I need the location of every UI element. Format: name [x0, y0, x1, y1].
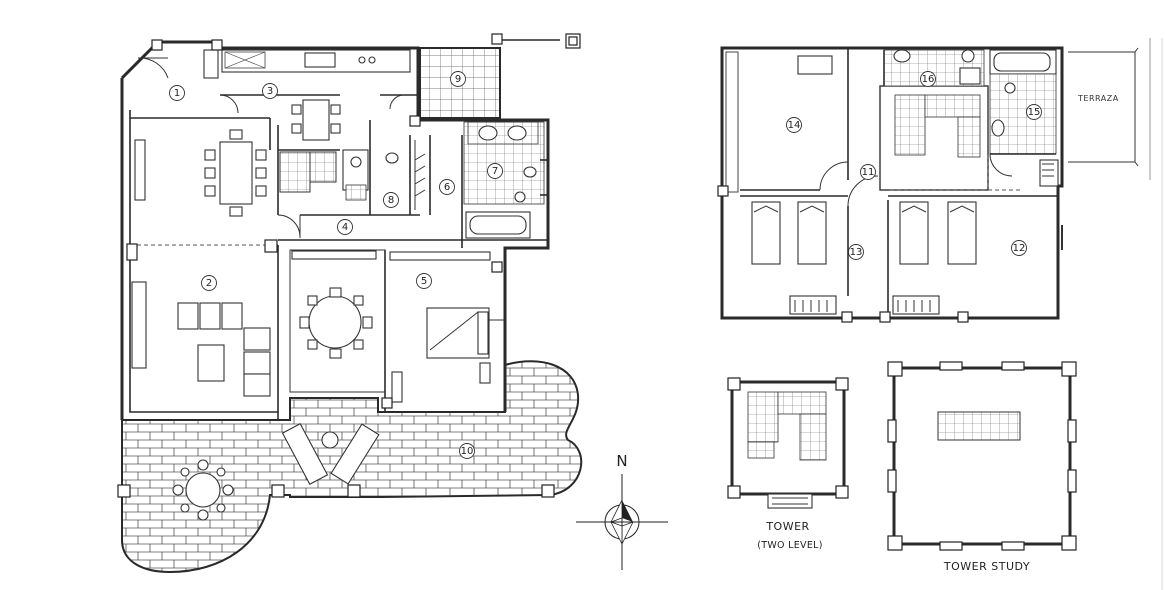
room-number-text: 1 [174, 88, 180, 99]
room-number-11: 11 [860, 164, 876, 180]
sun-loungers [281, 422, 380, 486]
room-number-text: 10 [461, 446, 474, 457]
washbasin-1 [478, 125, 498, 141]
tower-study-label: TOWER STUDY [943, 560, 1030, 573]
compass: N [576, 452, 668, 570]
room-number-text: 3 [267, 86, 273, 97]
first-floor-plan [717, 38, 1163, 590]
room-number-text: 8 [388, 195, 394, 206]
ground-floor-plan [117, 33, 583, 574]
room-number-text: 11 [862, 167, 875, 178]
terrace-round-table [185, 472, 221, 508]
twin-bed-13b [797, 201, 827, 265]
room-number-2: 2 [201, 275, 217, 291]
room-number-9: 9 [450, 71, 466, 87]
room-number-14: 14 [786, 117, 802, 133]
terrace-label: TERRAZA [1077, 94, 1119, 103]
dining-table [219, 141, 253, 205]
kitchen-table [302, 99, 330, 141]
coffee-table [197, 344, 225, 382]
compass-north-label: N [616, 452, 627, 470]
room-number-5: 5 [416, 273, 432, 289]
room-number-8: 8 [383, 192, 399, 208]
tower-plan: TOWER (TWO LEVEL) [727, 377, 849, 551]
twin-bed-12a [899, 201, 929, 265]
tower-study-plan: TOWER STUDY [887, 361, 1077, 573]
room-number-text: 6 [444, 182, 450, 193]
room-number-text: 2 [206, 278, 212, 289]
room-number-text: 13 [850, 247, 863, 258]
twin-bed-12b [947, 201, 977, 265]
living-room-sofas [131, 281, 271, 397]
room-number-text: 15 [1028, 107, 1041, 118]
room-number-7: 7 [487, 163, 503, 179]
washbasin-2 [507, 125, 527, 141]
room-number-text: 7 [492, 166, 498, 177]
room-number-1: 1 [169, 85, 185, 101]
room-number-text: 16 [922, 74, 935, 85]
room-number-4: 4 [337, 219, 353, 235]
room-number-15: 15 [1026, 104, 1042, 120]
room-number-6: 6 [439, 179, 455, 195]
tower-study-stair [937, 411, 1021, 441]
wardrobe [414, 140, 426, 210]
room-number-text: 4 [342, 222, 348, 233]
room-number-13: 13 [848, 244, 864, 260]
twin-bed-13a [751, 201, 781, 265]
room-number-text: 9 [455, 74, 461, 85]
room-number-text: 12 [1013, 243, 1026, 254]
room-number-12: 12 [1011, 240, 1027, 256]
room-number-text: 14 [788, 120, 801, 131]
room-number-16: 16 [920, 71, 936, 87]
room-number-text: 5 [421, 276, 427, 287]
room-number-3: 3 [262, 83, 278, 99]
tower-sublabel: (TWO LEVEL) [757, 540, 823, 551]
room-number-10: 10 [459, 443, 475, 459]
tower-label: TOWER [765, 520, 809, 533]
